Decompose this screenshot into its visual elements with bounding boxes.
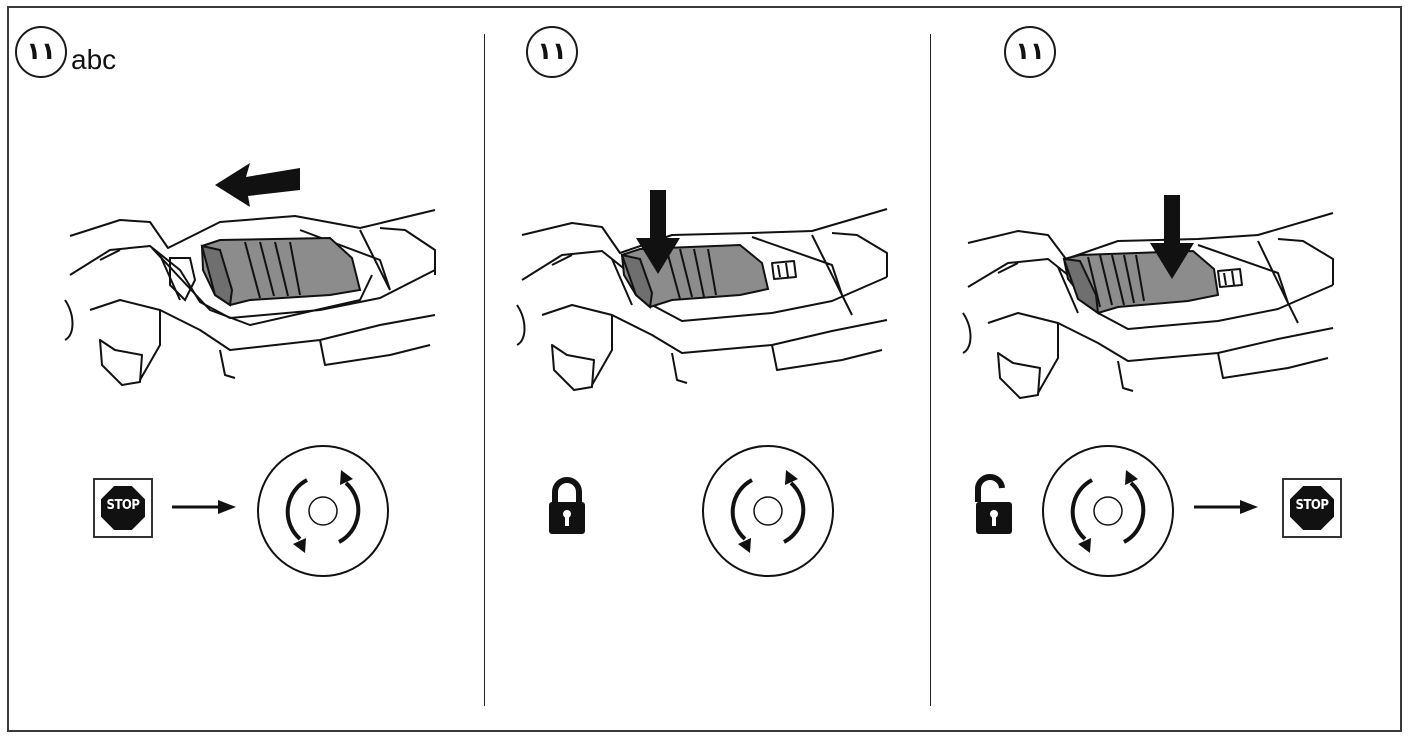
stop-sign-text: STOP [1295, 498, 1329, 513]
arrow-right-icon [172, 500, 236, 514]
slide-left-arrow [215, 163, 300, 207]
panel-2: ١١ [484, 0, 930, 737]
stop-octagon-icon [1290, 486, 1334, 530]
lock-open-icon [974, 474, 1012, 534]
press-down-arrow [636, 190, 680, 274]
press-down-arrow [1150, 195, 1194, 279]
panel-1: ١١ abc STOP [0, 0, 484, 737]
figure-number-badge: ١١ [15, 26, 67, 78]
figure-number-badge: ١١ [526, 26, 578, 78]
arrow-right-icon [1194, 500, 1258, 514]
stop-sign-text: STOP [106, 498, 140, 513]
panel-divider-1 [484, 34, 485, 706]
figure-number-badge: ١١ [1004, 26, 1056, 78]
diagram-frame [7, 6, 1402, 732]
stop-sign: STOP [1282, 478, 1342, 538]
panel-3: ١١ [930, 0, 1402, 737]
figure-sub-label: abc [71, 44, 117, 75]
rotation-dial-icon [1042, 445, 1174, 577]
stop-octagon-icon [101, 486, 145, 530]
panel-divider-2 [930, 34, 931, 706]
switch-slider [200, 236, 362, 307]
tool-switch-illustration [516, 208, 888, 391]
tool-switch-illustration [64, 209, 436, 386]
stop-sign: STOP [93, 478, 153, 538]
lock-closed-icon [549, 477, 585, 534]
rotation-dial-icon [702, 445, 834, 577]
rotation-dial-icon [257, 445, 389, 577]
